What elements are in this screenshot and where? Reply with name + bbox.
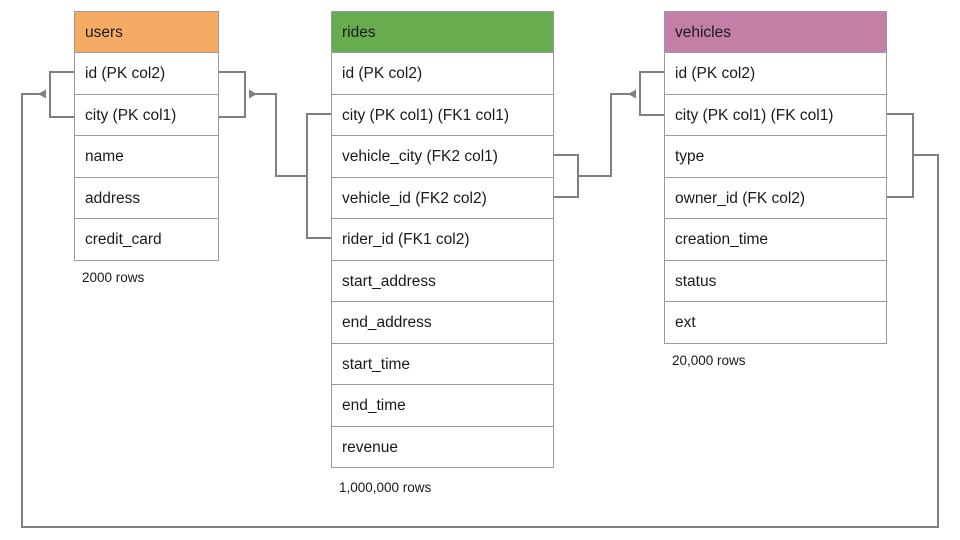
table-rides-row-count: 1,000,000 rows [339,480,432,495]
connector-vehicles-left-bracket [639,71,664,116]
table-users-column-address[interactable]: address [75,177,218,219]
table-rides-column-end-time[interactable]: end_time [332,385,553,427]
table-vehicles-column-city[interactable]: city (PK col1) (FK col1) [665,94,886,136]
table-vehicles-row-count: 20,000 rows [672,353,746,368]
table-rides[interactable]: rides id (PK col2) city (PK col1) (FK1 c… [331,11,554,468]
table-rides-column-rider-id[interactable]: rider_id (FK1 col2) [332,219,553,261]
table-users-row-count: 2000 rows [82,270,145,285]
table-rides-column-vehicle-city[interactable]: vehicle_city (FK2 col1) [332,136,553,178]
connector-users-right-bracket [219,71,246,118]
table-users-column-city[interactable]: city (PK col1) [75,94,218,136]
table-rides-column-end-address[interactable]: end_address [332,302,553,344]
table-vehicles[interactable]: vehicles id (PK col2) city (PK col1) (FK… [664,11,887,344]
table-vehicles-column-type[interactable]: type [665,136,886,178]
connector-users-left-bracket [49,71,74,118]
table-rides-column-vehicle-id[interactable]: vehicle_id (FK2 col2) [332,177,553,219]
table-vehicles-title: vehicles [665,12,886,53]
table-vehicles-column-creation-time[interactable]: creation_time [665,219,886,261]
table-vehicles-column-ext[interactable]: ext [665,302,886,344]
table-users-column-id[interactable]: id (PK col2) [75,53,218,95]
table-users[interactable]: users id (PK col2) city (PK col1) name a… [74,11,219,261]
connector-rides-fk2-to-vehicles [554,89,636,198]
table-rides-column-revenue[interactable]: revenue [332,426,553,468]
table-users-title: users [75,12,218,53]
table-rides-title: rides [332,12,553,53]
table-rides-column-id[interactable]: id (PK col2) [332,53,553,95]
table-users-column-credit-card[interactable]: credit_card [75,219,218,261]
table-rides-column-city[interactable]: city (PK col1) (FK1 col1) [332,94,553,136]
table-vehicles-column-status[interactable]: status [665,260,886,302]
table-users-column-name[interactable]: name [75,136,218,178]
connector-rides-fk1-to-users [249,89,331,239]
table-rides-column-start-address[interactable]: start_address [332,260,553,302]
table-vehicles-column-owner-id[interactable]: owner_id (FK col2) [665,177,886,219]
table-rides-column-start-time[interactable]: start_time [332,343,553,385]
table-vehicles-column-id[interactable]: id (PK col2) [665,53,886,95]
